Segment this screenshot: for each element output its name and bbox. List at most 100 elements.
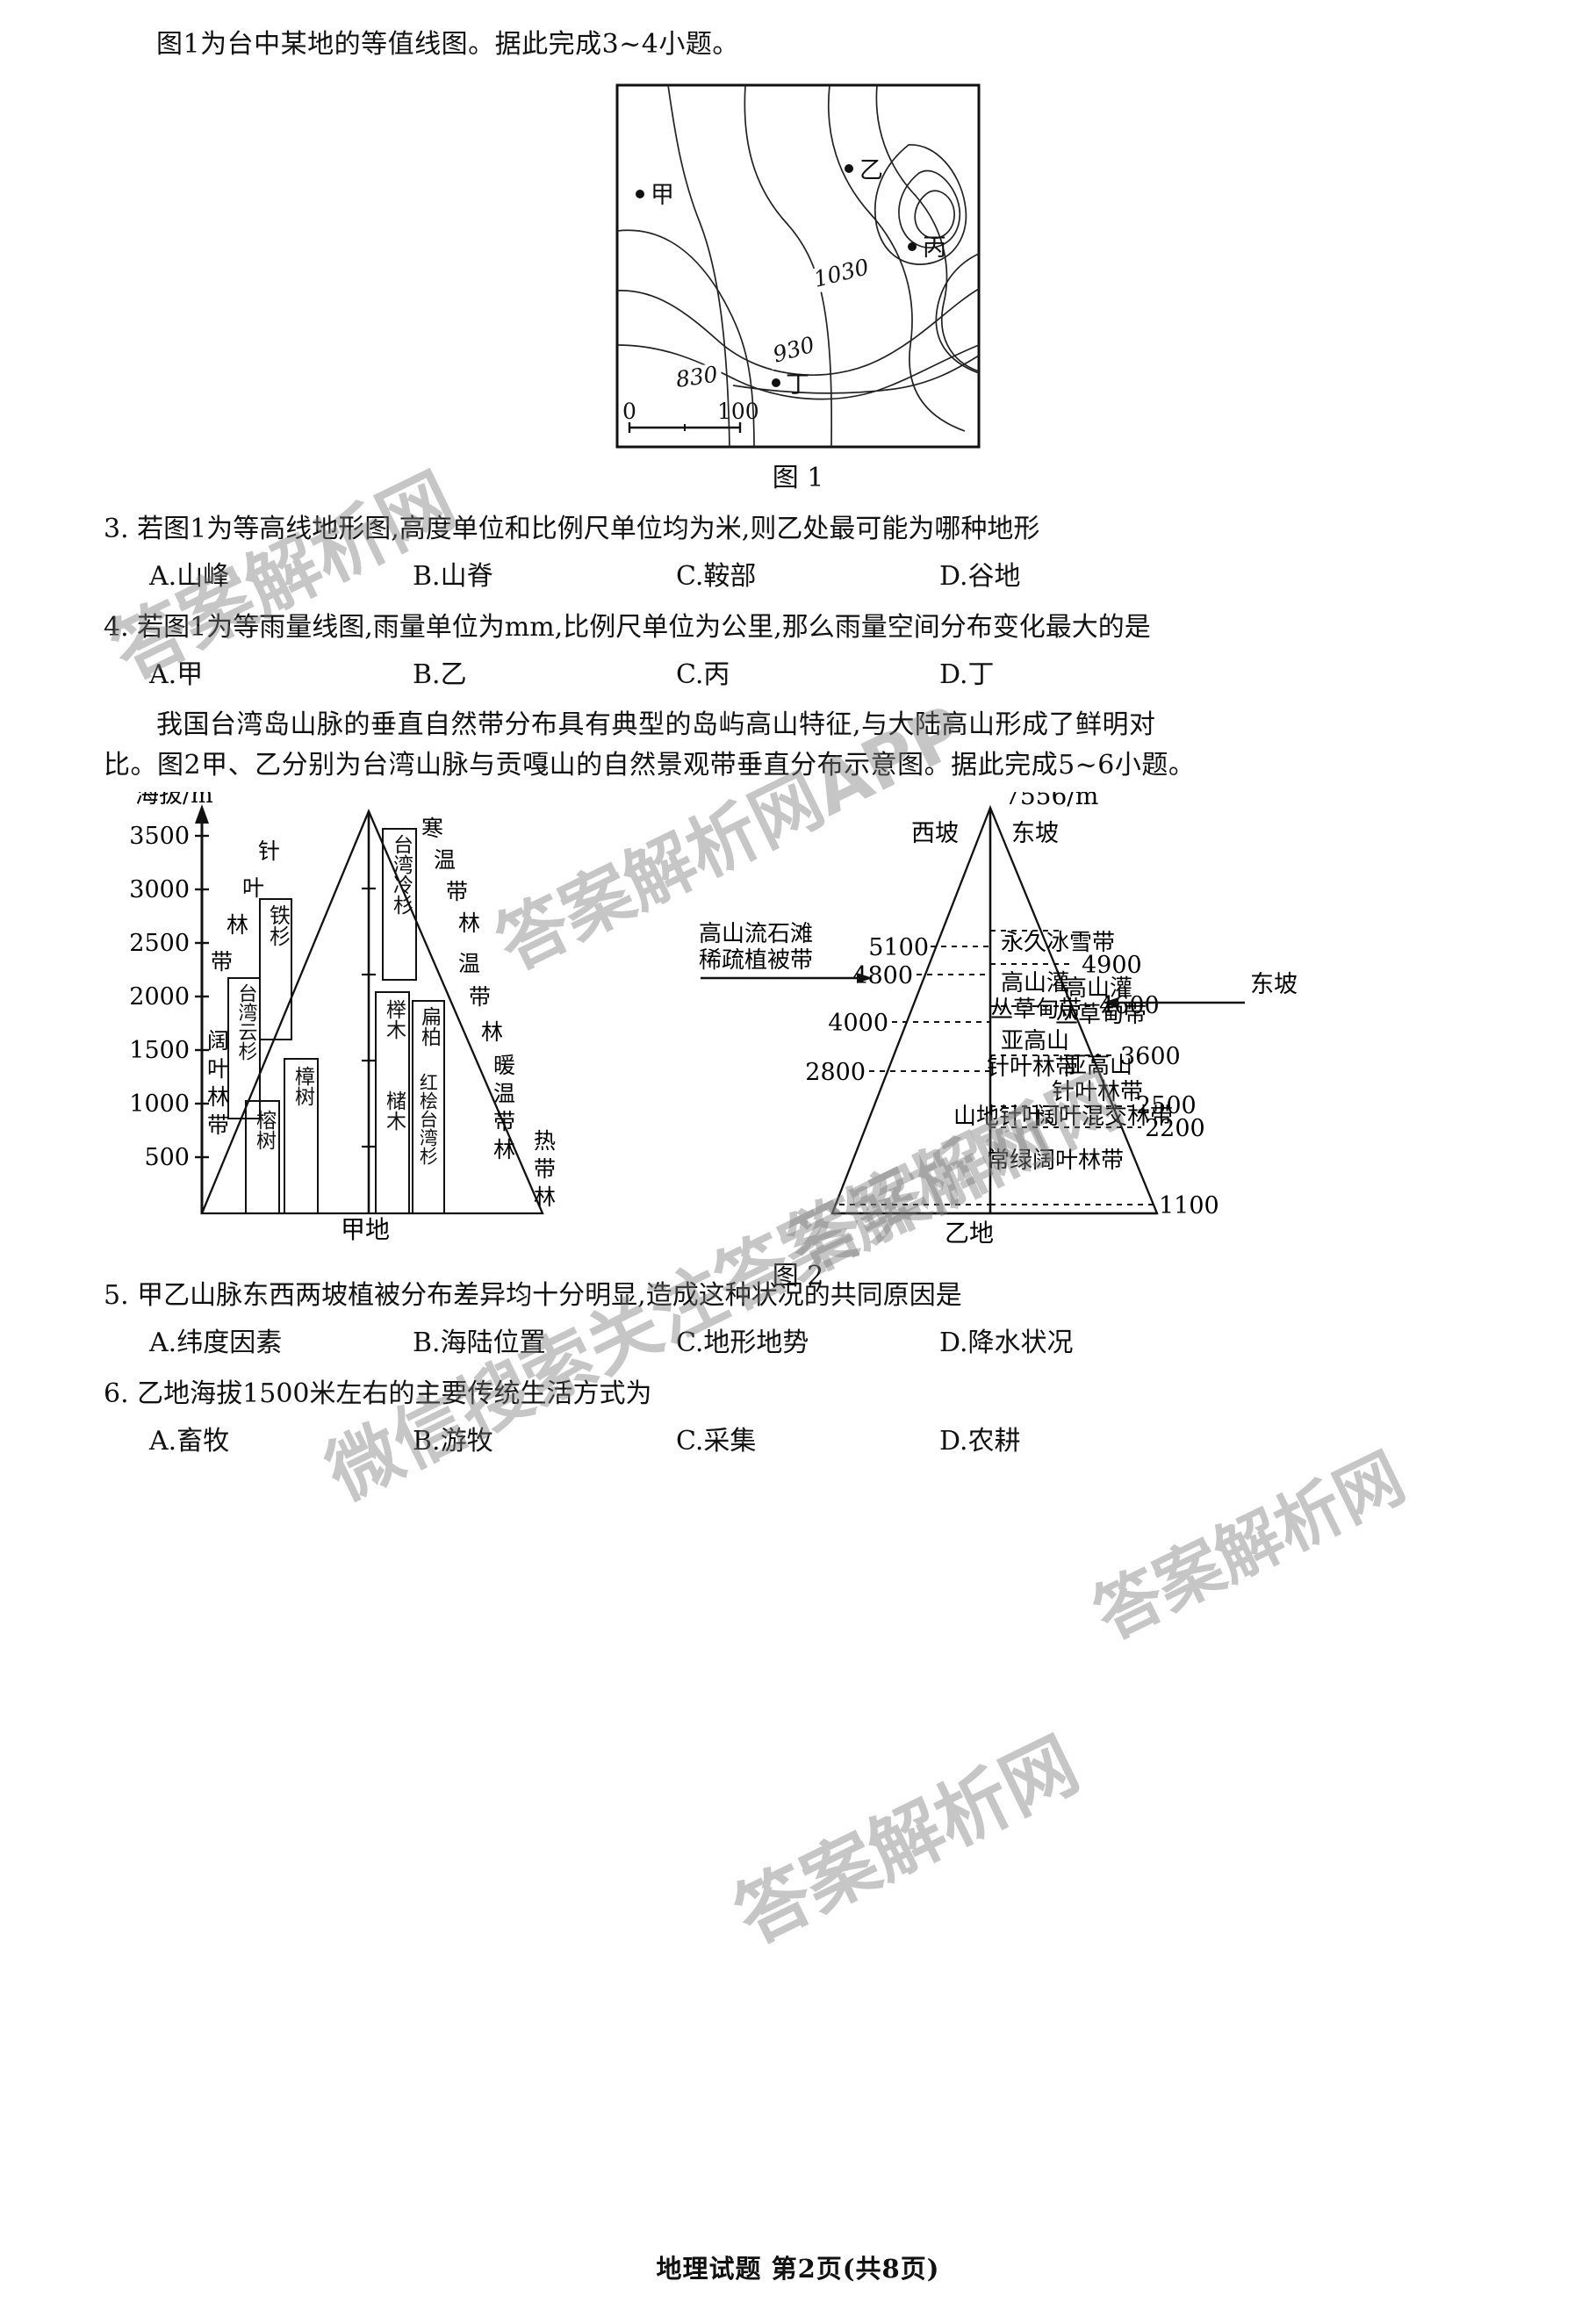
left-base-label: 甲地: [341, 1215, 390, 1244]
left-zone-lin: 林: [226, 912, 248, 938]
q6-option-a[interactable]: A.畜牧: [149, 1425, 230, 1457]
left-zone-wen2: 温: [458, 951, 480, 976]
q6-option-b[interactable]: B.游牧: [413, 1425, 493, 1457]
right-value-2200: 2200: [1145, 1115, 1205, 1142]
right-west-band-line1: 高山流石滩: [699, 921, 813, 947]
watermark-6: 答案解析网: [722, 1721, 1092, 1961]
right-east-zone-subalpine-1: 亚高山: [1064, 1053, 1132, 1079]
q5-option-b[interactable]: B.海陆位置: [413, 1327, 546, 1358]
q4-option-b[interactable]: B.乙: [413, 658, 467, 690]
left-zone-dai: 带: [211, 949, 233, 975]
q3-option-c[interactable]: C.鞍部: [676, 560, 757, 592]
left-tick-1000: 1000: [129, 1090, 190, 1118]
left-tick-3500: 3500: [129, 823, 190, 850]
q6-option-c[interactable]: C.采集: [676, 1425, 757, 1457]
left-axis-tick-labels: 3500 3000 2500 2000 1500 1000 500: [129, 823, 190, 1171]
left-tick-2000: 2000: [129, 983, 190, 1011]
left-zone-labels: 针 叶 林 带 阔 叶 林 带 寒 温 带 林: [207, 816, 556, 1210]
left-tick-1500: 1500: [129, 1037, 190, 1064]
scale-bar: 0 100: [622, 399, 759, 433]
point-marker-yi: [845, 163, 853, 173]
contour-map: 1030 930 830 甲: [614, 82, 982, 450]
left-zone-dai4: 带: [469, 984, 491, 1010]
left-y-axis-arrowhead: [195, 803, 209, 824]
q4-option-d[interactable]: D.丁: [939, 658, 995, 690]
question-3-stem: 3. 若图1为等高线地形图,高度单位和比例尺单位均为米,则乙处最可能为哪种地形: [104, 513, 1040, 544]
right-zone-subalpine-1: 亚高山: [1001, 1028, 1069, 1054]
contour-peak-loop-1: [873, 143, 967, 265]
question-5-options: A.纬度因素 B.海陆位置 C.地形地势 D.降水状况: [104, 1320, 1492, 1359]
left-center-axis-ticks: [362, 887, 376, 1148]
left-zone-ye: 叶: [242, 875, 264, 901]
page-footer: 地理试题 第2页(共8页): [656, 2254, 940, 2284]
figure-2: 海拔/m 3500 3000 2500: [104, 781, 1492, 1292]
arrow-west-to-east: [701, 972, 873, 983]
left-zone-re: 热: [534, 1128, 556, 1154]
page-body: 图1为台中某地的等值线图。据此完成3~4小题。: [104, 29, 1492, 1457]
right-value-1100: 1100: [1159, 1192, 1219, 1220]
species-box-zhangshu: [284, 1057, 319, 1214]
left-zone-lin5: 林: [493, 1137, 515, 1162]
q5-option-d[interactable]: D.降水状况: [939, 1327, 1074, 1358]
scale-label-zero: 0: [622, 399, 636, 424]
q4-option-c[interactable]: C.丙: [676, 658, 730, 690]
right-value-4600: 4600: [1099, 992, 1160, 1019]
right-east-zone-shrub-1: 高山灌: [1064, 975, 1132, 1002]
contour-inner-left: [667, 84, 730, 447]
left-zone-han: 寒: [421, 816, 443, 841]
point-label-yi: 乙: [859, 157, 883, 184]
q3-option-b[interactable]: B.山脊: [413, 560, 493, 592]
left-zone-lin3: 林: [458, 910, 480, 936]
left-zone-dai5: 带: [493, 1109, 515, 1134]
right-zone-permanent-snow: 永久冰雪带: [1001, 930, 1115, 956]
q5-option-c[interactable]: C.地形地势: [676, 1327, 809, 1358]
left-zone-nuan: 暖: [493, 1053, 515, 1078]
question-6-options: A.畜牧 B.游牧 C.采集 D.农耕: [104, 1419, 1492, 1457]
species-box-bianbai: [412, 999, 445, 1214]
q4-option-a[interactable]: A.甲: [149, 658, 204, 690]
species-box-jumu: [375, 990, 410, 1214]
species-box-tiesha: [259, 897, 292, 1040]
scale-label-hundred: 100: [717, 399, 759, 424]
point-label-jia: 甲: [651, 182, 674, 209]
species-box-taiwanyunsha: [227, 976, 261, 1119]
right-west-values: 5100 4800 4000 2800: [805, 934, 929, 1086]
right-summit-label: 7556/m: [1004, 792, 1098, 810]
question-3-options: A.山峰 B.山脊 C.鞍部 D.谷地: [104, 554, 1492, 593]
contour-right-arm: [935, 252, 980, 374]
question-6-stem: 6. 乙地海拔1500米左右的主要传统生活方式为: [104, 1378, 652, 1409]
contour-1030-outer: [827, 84, 966, 432]
contour-930-low: [616, 287, 980, 376]
right-zone-alpine-shrub-1: 高山灌: [1001, 970, 1069, 997]
question-4-stem: 4. 若图1为等雨量线图,雨量单位为mm,比例尺单位为公里,那么雨量空间分布变化…: [104, 611, 1151, 643]
contour-830: [616, 343, 980, 399]
right-zone-alpine-shrub-2: 丛草甸带: [990, 997, 1082, 1023]
right-zone-evergreen: 常绿阔叶林带: [987, 1148, 1124, 1174]
right-east-zone-subalpine-2: 针叶林带: [1052, 1079, 1143, 1105]
left-tick-500: 500: [144, 1144, 190, 1171]
right-center-zone-labels: 永久冰雪带 高山灌 丛草甸带 亚高山 针叶林带 山地针叶、 阔叶混交林带 常绿阔…: [953, 930, 1173, 1174]
left-zone-zhen: 针: [258, 838, 280, 864]
left-tick-2500: 2500: [129, 930, 190, 957]
contour-930-seg: [732, 354, 980, 394]
right-value-4900: 4900: [1082, 952, 1142, 979]
left-zone-dai3: 带: [446, 879, 468, 904]
contour-map-svg: 1030 930 830 甲: [615, 83, 981, 448]
q6-option-d[interactable]: D.农耕: [939, 1425, 1021, 1457]
left-axis-title: 海拔/m: [135, 792, 213, 809]
q3-option-a[interactable]: A.山峰: [149, 560, 230, 592]
q3-option-d[interactable]: D.谷地: [939, 560, 1021, 592]
left-tick-3000: 3000: [129, 876, 190, 903]
left-zone-kuo: 阔: [207, 1028, 229, 1054]
contour-peak-loop-3: [914, 190, 955, 239]
point-marker-ding: [772, 378, 780, 387]
q5-option-a[interactable]: A.纬度因素: [149, 1327, 283, 1358]
left-zone-lin2: 林: [207, 1084, 229, 1110]
right-zone-mixed-1: 山地针叶、: [953, 1104, 1068, 1130]
arrow-east-to-west: [1103, 997, 1245, 1008]
question-5-stem: 5. 甲乙山脉东西两坡植被分布差异均十分明显,造成这种状况的共同原因是: [104, 1279, 962, 1311]
question-4-options: A.甲 B.乙 C.丙 D.丁: [104, 652, 1492, 691]
contour-lines: [616, 84, 980, 447]
right-value-2500: 2500: [1136, 1092, 1197, 1119]
intro-paragraph-2-line-1: 我国台湾岛山脉的垂直自然带分布具有典型的岛屿高山特征,与大陆高山形成了鲜明对: [156, 709, 1156, 740]
